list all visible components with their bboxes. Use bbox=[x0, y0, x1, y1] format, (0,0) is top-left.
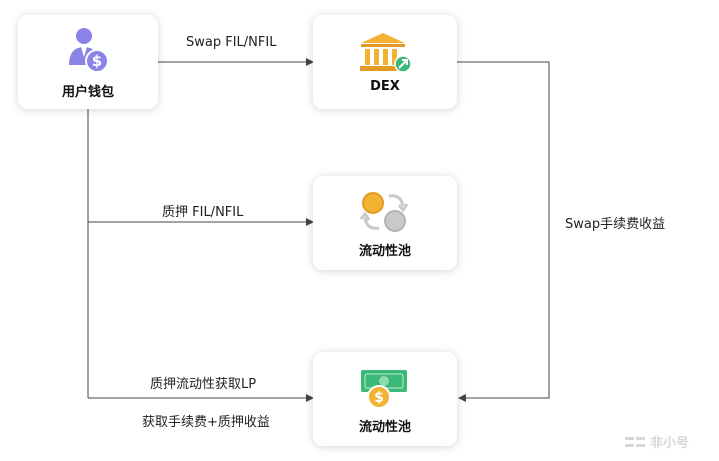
watermark: 非小号 bbox=[624, 432, 689, 451]
coins-swap-icon bbox=[359, 191, 409, 232]
edge-label-stake: 质押 FIL/NFIL bbox=[162, 205, 244, 220]
watermark-text: 非小号 bbox=[650, 436, 690, 451]
edge-dex-to-pool2 bbox=[457, 61, 550, 402]
svg-text:$: $ bbox=[374, 390, 384, 406]
node-pool-2-title: 流动性池 bbox=[358, 419, 411, 435]
bank-arrow-icon bbox=[360, 32, 412, 73]
svg-text:$: $ bbox=[92, 52, 102, 70]
edge-label-swap-fee: Swap手续费收益 bbox=[565, 217, 666, 232]
node-pool-1: 流动性池 bbox=[313, 176, 457, 270]
edge-label-lp: 质押流动性获取LP bbox=[150, 377, 257, 392]
cash-coin-icon: $ bbox=[361, 369, 407, 409]
watermark-logo-icon bbox=[625, 436, 645, 447]
node-dex: DEX bbox=[313, 15, 457, 109]
edge-label-swap: Swap FIL/NFIL bbox=[186, 35, 277, 50]
node-dex-title: DEX bbox=[370, 78, 400, 94]
edge-label-fees: 获取手续费+质押收益 bbox=[142, 415, 270, 430]
user-dollar-icon: $ bbox=[69, 27, 109, 73]
node-wallet: $ 用户钱包 bbox=[18, 15, 158, 109]
node-wallet-title: 用户钱包 bbox=[61, 84, 114, 100]
node-pool-1-title: 流动性池 bbox=[358, 243, 411, 259]
node-pool-2: $ 流动性池 bbox=[313, 352, 457, 446]
